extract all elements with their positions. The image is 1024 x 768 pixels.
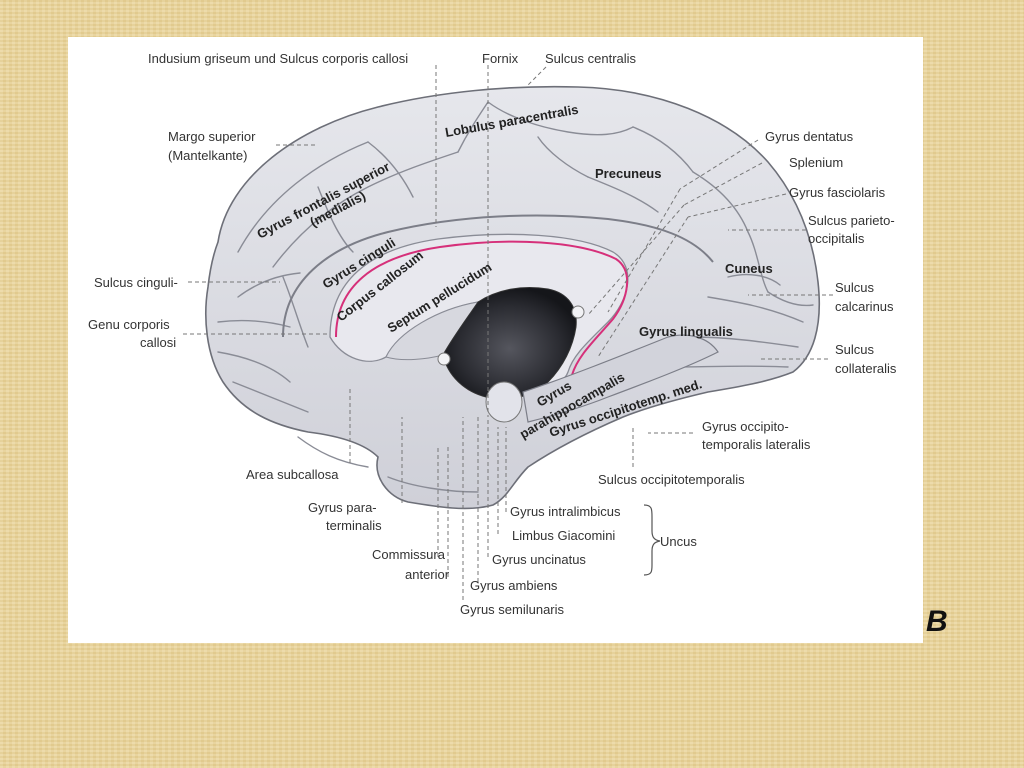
label-anterior: anterior — [405, 567, 450, 582]
label-gyrus-para: Gyrus para- — [308, 500, 377, 515]
label-gyrus-semilunaris: Gyrus semilunaris — [460, 602, 565, 617]
label-gyrus-intralimbicus: Gyrus intralimbicus — [510, 504, 621, 519]
label-sulcus-occipitotemporalis: Sulcus occipitotemporalis — [598, 472, 745, 487]
label-cuneus: Cuneus — [725, 261, 773, 276]
label-occipitalis: occipitalis — [808, 231, 865, 246]
label-sulcus-centralis: Sulcus centralis — [545, 51, 637, 66]
brain-diagram: Gyrus frontalis superior (medialis) Lobu… — [88, 51, 897, 617]
label-limbus-giacomini: Limbus Giacomini — [512, 528, 615, 543]
label-mantelkante: (Mantelkante) — [168, 148, 247, 163]
gyral-folds — [217, 101, 814, 493]
label-gyrus-lingualis: Gyrus lingualis — [639, 324, 733, 339]
label-sulcus-parieto: Sulcus parieto- — [808, 213, 895, 228]
label-precuneus: Precuneus — [595, 166, 661, 181]
lateral-ventricle — [442, 287, 577, 400]
leader-lines — [183, 65, 833, 600]
anatomy-figure: Gyrus frontalis superior (medialis) Lobu… — [68, 37, 923, 643]
label-gyrus-occipito: Gyrus occipito- — [702, 419, 789, 434]
label-sulcus-cinguli: Sulcus cinguli- — [94, 275, 178, 290]
label-sulcus-collateralis-2: collateralis — [835, 361, 897, 376]
indusium-griseum-highlight — [335, 240, 629, 376]
label-gyrus-uncinatus: Gyrus uncinatus — [492, 552, 586, 567]
cingulate-sulcus — [282, 214, 714, 338]
label-gyrus-ambiens: Gyrus ambiens — [470, 578, 558, 593]
label-splenium: Splenium — [789, 155, 843, 170]
label-genu-corporis: Genu corporis — [88, 317, 170, 332]
label-gyrus-fasciolaris: Gyrus fasciolaris — [789, 185, 886, 200]
uncus-brace — [643, 504, 661, 576]
uncus-shape — [485, 381, 523, 423]
label-margo-superior: Margo superior — [168, 129, 256, 144]
label-fornix: Fornix — [482, 51, 519, 66]
label-commissura: Commissura — [372, 547, 446, 562]
label-indusium-griseum: Indusium griseum und Sulcus corporis cal… — [148, 51, 408, 66]
label-genu-callosi: callosi — [140, 335, 176, 350]
parahippocampal-band — [522, 334, 719, 423]
fornix-column — [437, 352, 451, 366]
label-terminalis: terminalis — [326, 518, 382, 533]
splenium-knob — [571, 305, 585, 319]
figure-letter: B — [926, 605, 948, 638]
label-temporalis-lateralis: temporalis lateralis — [702, 437, 811, 452]
label-uncus: Uncus — [660, 534, 697, 549]
label-sulcus-calcarinus-2: calcarinus — [835, 299, 894, 314]
label-gyrus-dentatus: Gyrus dentatus — [765, 129, 854, 144]
label-sulcus-calcarinus-1: Sulcus — [835, 280, 875, 295]
label-area-subcallosa: Area subcallosa — [246, 467, 339, 482]
label-sulcus-collateralis-1: Sulcus — [835, 342, 875, 357]
